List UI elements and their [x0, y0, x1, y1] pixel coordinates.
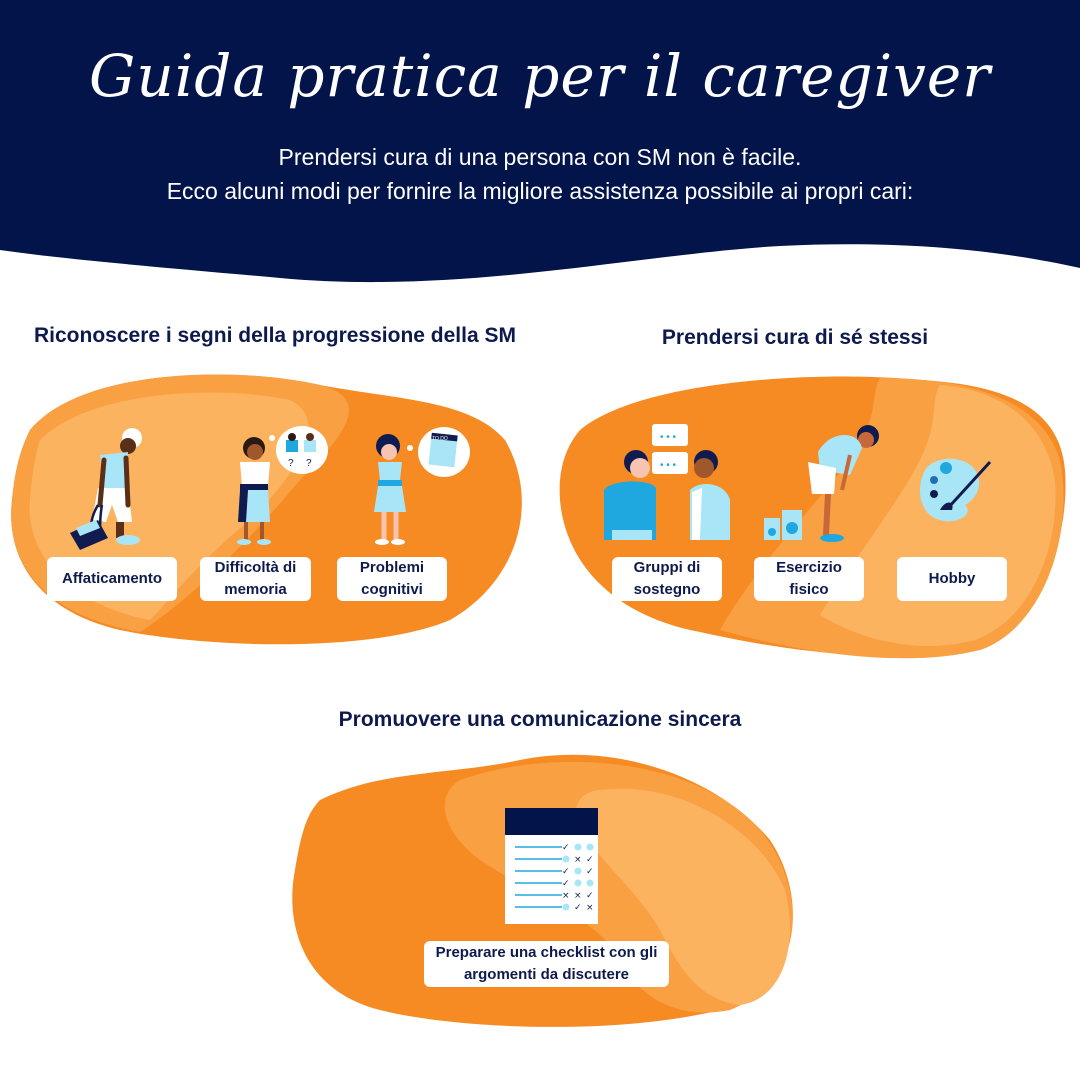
svg-text:?: ?	[306, 458, 312, 469]
memory-difficulty-icon: ? ?	[237, 426, 328, 545]
svg-text:✓: ✓	[586, 855, 594, 865]
svg-text:• • •: • • •	[660, 460, 677, 471]
hobby-palette-icon	[920, 458, 992, 522]
section-title-progression: Riconoscere i segni della progressione d…	[34, 324, 516, 347]
header-banner	[0, 0, 1080, 283]
svg-text:✓: ✓	[562, 843, 570, 853]
label-gruppi-sostegno: Gruppi di sostegno	[612, 557, 722, 601]
section-title-communication: Promuovere una comunicazione sincera	[338, 708, 742, 731]
support-group-icon: • • • • • •	[604, 424, 730, 540]
label-hobby: Hobby	[897, 557, 1007, 601]
svg-text:✓: ✓	[562, 879, 570, 889]
svg-text:• • •: • • •	[660, 432, 677, 443]
subtitle-line-2: Ecco alcuni modi per fornire la migliore…	[166, 178, 914, 204]
cognitive-problems-icon: TO DO	[374, 427, 470, 545]
label-esercizio-fisico: Esercizio fisico	[754, 557, 864, 601]
svg-text:×: ×	[562, 891, 570, 901]
exercise-icon	[764, 425, 879, 542]
label-problemi-cognitivi: Problemi cognitivi	[337, 557, 447, 601]
subtitle-line-1: Prendersi cura di una persona con SM non…	[278, 144, 802, 170]
todo-bubble-text: TO DO	[432, 436, 448, 442]
section-title-selfcare: Prendersi cura di sé stessi	[661, 326, 929, 349]
label-affaticamento: Affaticamento	[47, 557, 177, 601]
label-difficolta-memoria: Difficoltà di memoria	[200, 557, 311, 601]
label-checklist: Preparare una checklist con gli argoment…	[424, 941, 669, 987]
svg-text:×: ×	[574, 891, 582, 901]
svg-text:×: ×	[586, 903, 594, 913]
svg-text:✓: ✓	[562, 867, 570, 877]
checklist-icon: ✓ × ✓ ✓ ✓ ✓ × × ✓ ✓ ×	[505, 808, 598, 924]
svg-text:✓: ✓	[586, 891, 594, 901]
svg-text:✓: ✓	[586, 867, 594, 877]
page-title: Guida pratica per il caregiver	[89, 42, 991, 110]
tired-woman-with-bag-icon	[70, 428, 142, 550]
svg-text:×: ×	[574, 855, 582, 865]
svg-text:✓: ✓	[574, 903, 582, 913]
svg-text:?: ?	[288, 458, 294, 469]
